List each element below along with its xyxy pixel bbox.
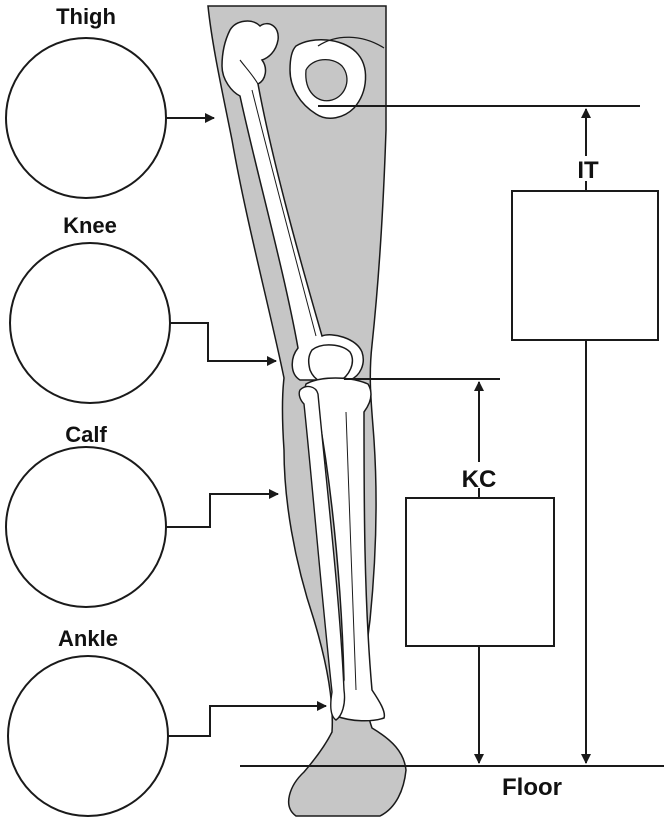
ankle-label: Ankle	[58, 626, 118, 651]
calf-label: Calf	[65, 422, 107, 447]
it-value-box[interactable]	[512, 191, 658, 340]
knee-label: Knee	[63, 213, 117, 238]
it-label: IT	[577, 157, 599, 184]
calf-circle[interactable]	[6, 447, 166, 607]
thigh-circle[interactable]	[6, 38, 166, 198]
obturator-foramen	[306, 60, 347, 101]
kc-value-box[interactable]	[406, 498, 554, 646]
ankle-arrow	[168, 706, 326, 736]
thigh-label: Thigh	[56, 4, 116, 29]
floor-label: Floor	[502, 774, 562, 801]
kc-label: KC	[462, 466, 497, 493]
knee-arrow	[170, 323, 276, 361]
knee-circle[interactable]	[10, 243, 170, 403]
ankle-circle[interactable]	[8, 656, 168, 816]
calf-arrow	[166, 494, 278, 527]
